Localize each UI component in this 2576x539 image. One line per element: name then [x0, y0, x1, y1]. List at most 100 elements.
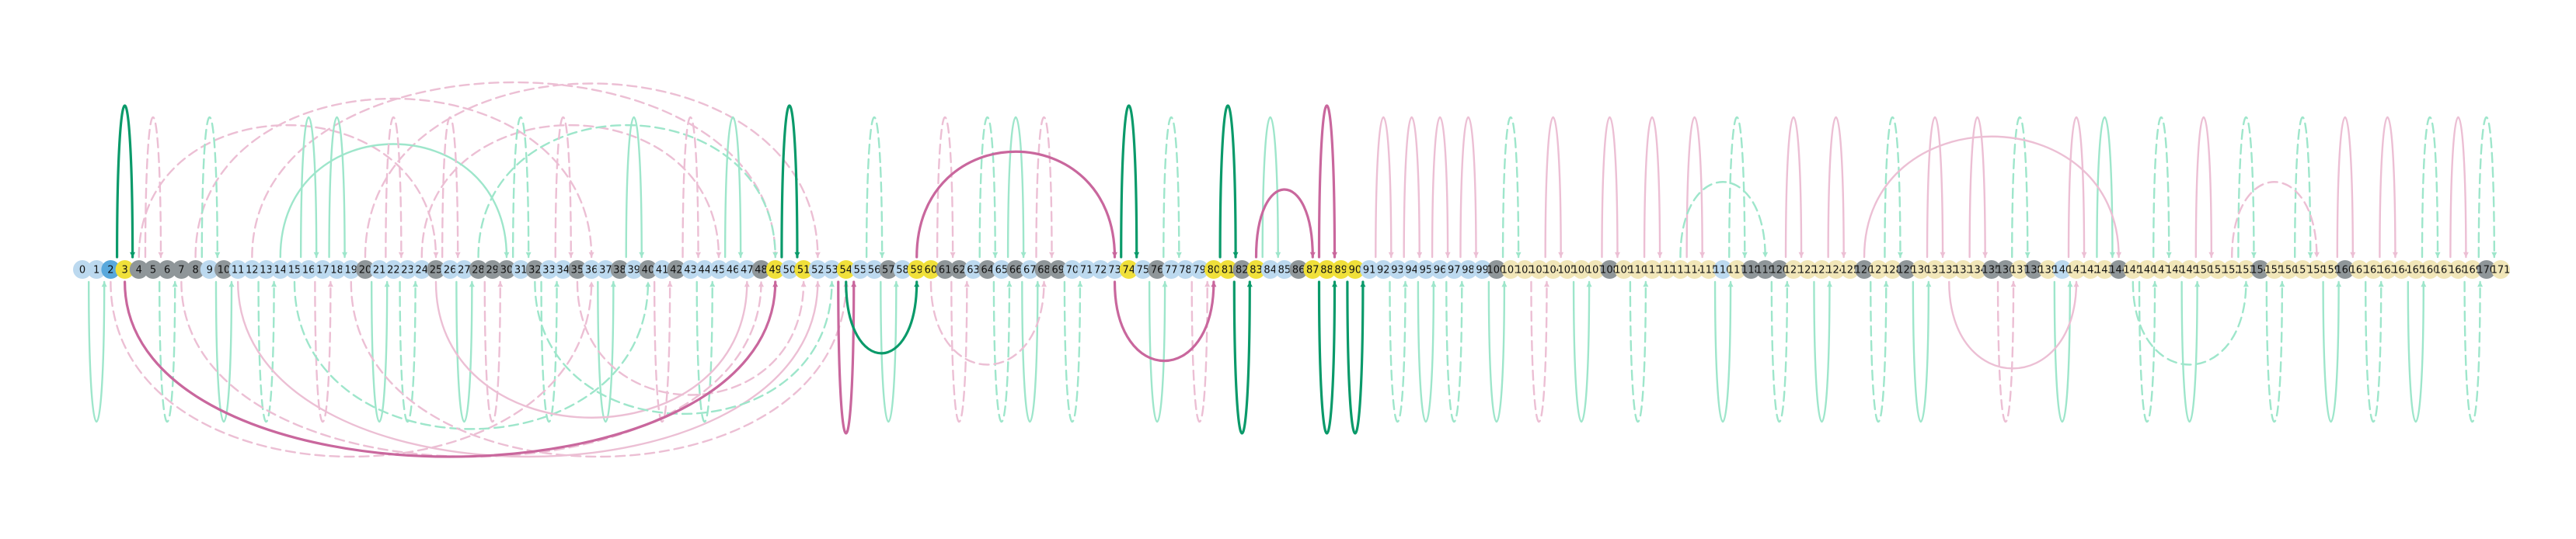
node: 4 [129, 260, 148, 279]
node-label: 10 [218, 265, 231, 276]
node: 69 [1048, 260, 1068, 279]
node-circle [426, 260, 445, 279]
node-circle [1741, 260, 1761, 279]
node-label: 11 [232, 265, 245, 276]
edge-41-41 [653, 280, 673, 423]
node-label: 115 [1699, 265, 1718, 276]
node: 56 [865, 260, 884, 279]
node-circle [2194, 260, 2213, 279]
node: 53 [822, 260, 842, 279]
node-label: 151 [2208, 265, 2228, 276]
node-circle [370, 260, 389, 279]
node-circle [794, 260, 814, 279]
node: 107 [1586, 260, 1605, 279]
node: 63 [964, 260, 983, 279]
node: 171 [2491, 260, 2510, 279]
node: 23 [398, 260, 417, 279]
node-label: 105 [1557, 265, 1577, 276]
node: 124 [1826, 260, 1846, 279]
node-circle [1374, 260, 1393, 279]
node-label: 45 [713, 265, 726, 276]
node: 92 [1374, 260, 1393, 279]
edge-146-146 [2138, 280, 2158, 423]
node-circle [1586, 260, 1605, 279]
node-circle [172, 260, 191, 279]
node-circle [2491, 260, 2510, 279]
edge-88-88 [1317, 104, 1337, 259]
node-label: 41 [656, 265, 669, 276]
edge-11-52 [236, 280, 821, 458]
edge-18-18 [328, 116, 348, 259]
node-label: 38 [613, 265, 626, 276]
node-circle [384, 260, 403, 279]
node-circle [992, 260, 1011, 279]
edge-97-97 [1445, 280, 1465, 423]
node: 153 [2236, 260, 2256, 279]
node-circle [2293, 260, 2313, 279]
node-label: 58 [896, 265, 909, 276]
node-label: 13 [260, 265, 273, 276]
node-circle [299, 260, 319, 279]
node-label: 47 [741, 265, 754, 276]
node-label: 142 [2081, 265, 2100, 276]
node-label: 42 [670, 265, 683, 276]
edge-44-44 [695, 280, 716, 423]
node-circle [1572, 260, 1591, 279]
node-circle [1840, 260, 1860, 279]
node-label: 37 [599, 265, 612, 276]
node-circle [1048, 260, 1068, 279]
node-circle [511, 260, 531, 279]
node-label: 4 [136, 265, 142, 276]
node: 55 [850, 260, 870, 279]
node: 6 [158, 260, 177, 279]
node-label: 61 [939, 265, 952, 276]
node-label: 138 [2024, 265, 2044, 276]
node: 152 [2222, 260, 2242, 279]
node-circle [1119, 260, 1138, 279]
node: 108 [1600, 260, 1619, 279]
node-circle [101, 260, 120, 279]
edge-123-123 [1813, 280, 1832, 423]
node-circle [441, 260, 460, 279]
edge-130-130 [1912, 280, 1932, 423]
edge-83-87 [1254, 188, 1316, 259]
node-label: 5 [150, 265, 156, 276]
node-label: 169 [2463, 265, 2482, 276]
edge-35-51 [576, 280, 807, 396]
node: 130 [1911, 260, 1930, 279]
edge-98-98 [1459, 116, 1479, 259]
node: 61 [936, 260, 955, 279]
node-label: 30 [500, 265, 514, 276]
node: 22 [384, 260, 403, 279]
edge-62-62 [950, 280, 970, 423]
node-label: 97 [1448, 265, 1461, 276]
edge-layer-faint [87, 81, 2498, 458]
node-label: 71 [1080, 265, 1093, 276]
node-label: 35 [571, 265, 584, 276]
node-label: 22 [387, 265, 400, 276]
node: 42 [667, 260, 686, 279]
edge-81-81 [1218, 104, 1239, 259]
node-label: 118 [1741, 265, 1761, 276]
edge-14-30 [279, 143, 510, 259]
node-circle [115, 260, 134, 279]
node-circle [2264, 260, 2284, 279]
edge-76-76 [1148, 280, 1168, 423]
node-label: 109 [1614, 265, 1633, 276]
node: 167 [2435, 260, 2454, 279]
node-label: 2 [107, 265, 113, 276]
node: 150 [2194, 260, 2213, 279]
edge-6-6 [158, 280, 178, 423]
edge-66-66 [1006, 116, 1027, 259]
node-label: 133 [1954, 265, 1973, 276]
node-label: 164 [2392, 265, 2411, 276]
node-label: 79 [1193, 265, 1206, 276]
node-label: 8 [192, 265, 198, 276]
node: 21 [370, 260, 389, 279]
node-circle [2392, 260, 2411, 279]
node: 48 [751, 260, 771, 279]
node-circle [1699, 260, 1718, 279]
node-circle [129, 260, 148, 279]
node-circle [2109, 260, 2128, 279]
